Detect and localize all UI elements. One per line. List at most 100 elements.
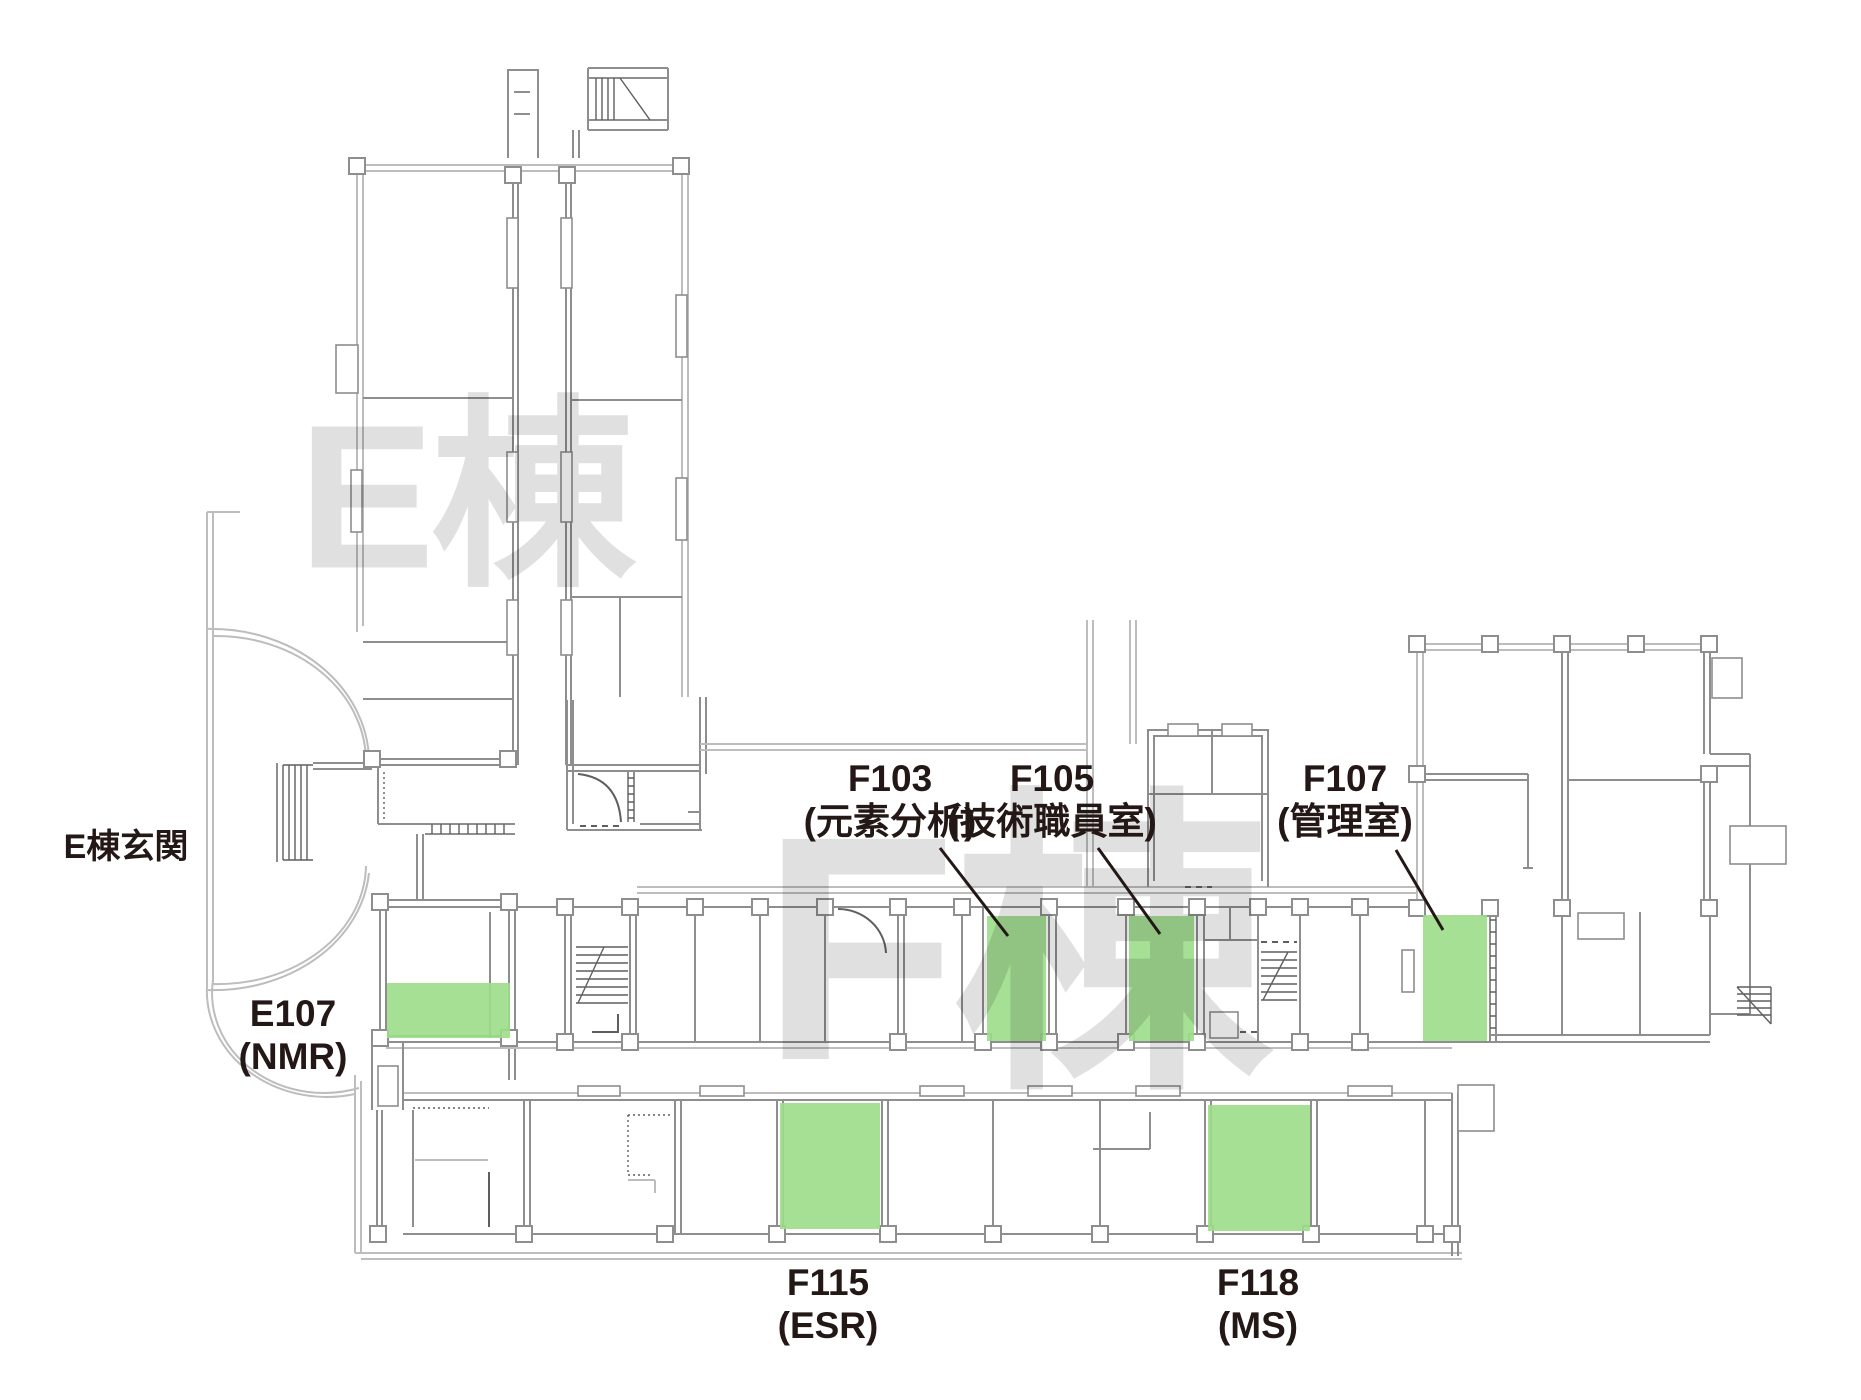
e-annex-linework bbox=[566, 697, 707, 831]
column-mark bbox=[768, 1225, 786, 1243]
column-mark bbox=[1481, 899, 1499, 917]
column-mark bbox=[1627, 635, 1645, 653]
room-highlight-F103 bbox=[987, 916, 1046, 1041]
column-mark bbox=[1291, 1033, 1309, 1051]
room-code: F115 bbox=[787, 1262, 869, 1303]
column-mark bbox=[672, 157, 690, 175]
room-label-F115: F115(ESR) bbox=[778, 1262, 879, 1346]
window-slot bbox=[919, 1085, 965, 1097]
window-slot bbox=[1167, 723, 1199, 737]
column-mark bbox=[953, 898, 971, 916]
room-name: (ESR) bbox=[778, 1305, 879, 1346]
labels-layer: E107(NMR)F103(元素分析)F105(技術職員室)F107(管理室)F… bbox=[64, 758, 1413, 1346]
highlighted-rooms-layer bbox=[387, 915, 1487, 1231]
column-marks bbox=[348, 157, 1718, 1243]
column-mark bbox=[558, 166, 576, 184]
f-wing-north-annex-linework bbox=[1147, 729, 1269, 888]
room-code: E107 bbox=[250, 993, 336, 1034]
column-mark bbox=[816, 898, 834, 916]
column-mark bbox=[369, 1225, 387, 1243]
window-slot bbox=[1711, 657, 1743, 699]
window-slot bbox=[1135, 1085, 1181, 1097]
room-label-F118: F118(MS) bbox=[1217, 1262, 1299, 1346]
column-mark bbox=[1553, 635, 1571, 653]
column-mark bbox=[363, 750, 381, 768]
column-mark bbox=[1443, 1225, 1461, 1243]
column-mark bbox=[1700, 899, 1718, 917]
entrance-label: E棟玄関 bbox=[64, 828, 189, 866]
window-slot bbox=[560, 451, 573, 523]
column-mark bbox=[879, 1225, 897, 1243]
column-mark bbox=[499, 750, 517, 768]
column-mark bbox=[1553, 899, 1571, 917]
column-mark bbox=[621, 1033, 639, 1051]
column-mark bbox=[504, 166, 522, 184]
window-slot bbox=[675, 294, 688, 358]
room-name: (技術職員室) bbox=[947, 800, 1157, 842]
window-slot bbox=[350, 469, 363, 533]
window-slot bbox=[1027, 1085, 1073, 1097]
column-mark bbox=[984, 1225, 1002, 1243]
leader-line-F103 bbox=[938, 847, 1010, 937]
column-mark bbox=[686, 898, 704, 916]
column-mark bbox=[889, 1033, 907, 1051]
leader-line-F105 bbox=[1096, 847, 1162, 935]
column-mark bbox=[1408, 765, 1426, 783]
room-name: (NMR) bbox=[239, 1036, 348, 1077]
column-mark bbox=[371, 1029, 389, 1047]
window-slot bbox=[560, 217, 573, 289]
room-label-F103: F103(元素分析) bbox=[804, 758, 977, 842]
window-slot bbox=[506, 451, 519, 523]
column-mark bbox=[1700, 765, 1718, 783]
column-mark bbox=[1291, 898, 1309, 916]
column-mark bbox=[1408, 899, 1426, 917]
window-slot bbox=[1577, 912, 1625, 940]
column-mark bbox=[1091, 1225, 1109, 1243]
column-mark bbox=[1416, 1225, 1434, 1243]
room-highlight-F115 bbox=[780, 1103, 880, 1229]
entrance-linework bbox=[205, 511, 372, 1098]
column-mark bbox=[515, 1225, 533, 1243]
window-slot bbox=[1347, 1085, 1393, 1097]
column-mark bbox=[751, 898, 769, 916]
room-code: F107 bbox=[1303, 758, 1387, 799]
column-mark bbox=[1040, 898, 1058, 916]
room-name: (元素分析) bbox=[804, 801, 977, 842]
room-code: F105 bbox=[1010, 758, 1094, 799]
room-highlight-F118 bbox=[1208, 1105, 1310, 1231]
room-code: F118 bbox=[1217, 1262, 1299, 1303]
column-mark bbox=[1700, 635, 1718, 653]
column-mark bbox=[371, 893, 389, 911]
room-highlight-E107 bbox=[387, 983, 510, 1038]
column-mark bbox=[1408, 635, 1426, 653]
room-highlight-F105 bbox=[1129, 916, 1194, 1041]
window-slot bbox=[675, 477, 688, 541]
window-slot bbox=[1729, 825, 1787, 865]
column-mark bbox=[656, 1225, 674, 1243]
column-mark bbox=[1117, 898, 1135, 916]
column-mark bbox=[1249, 898, 1267, 916]
window-slot bbox=[577, 1085, 621, 1097]
column-mark bbox=[556, 898, 574, 916]
column-mark bbox=[348, 157, 366, 175]
courtyard-linework bbox=[637, 620, 1417, 894]
window-slot bbox=[1401, 949, 1415, 993]
column-mark bbox=[889, 898, 907, 916]
watermark-e-wing: E棟 bbox=[298, 383, 637, 612]
room-label-F105: F105(技術職員室) bbox=[947, 758, 1157, 842]
window-slot bbox=[335, 344, 359, 394]
column-mark bbox=[556, 1033, 574, 1051]
room-name: (MS) bbox=[1218, 1305, 1298, 1346]
column-mark bbox=[1351, 1033, 1369, 1051]
window-slot bbox=[699, 1085, 745, 1097]
room-label-E107: E107(NMR) bbox=[239, 993, 348, 1077]
column-mark bbox=[1351, 898, 1369, 916]
room-highlight-F107 bbox=[1423, 915, 1487, 1041]
window-slots bbox=[335, 217, 1787, 1132]
room-label-F107: F107(管理室) bbox=[1277, 758, 1413, 842]
window-slot bbox=[1209, 1011, 1239, 1039]
leader-line-F107 bbox=[1394, 849, 1445, 931]
column-mark bbox=[1481, 635, 1499, 653]
